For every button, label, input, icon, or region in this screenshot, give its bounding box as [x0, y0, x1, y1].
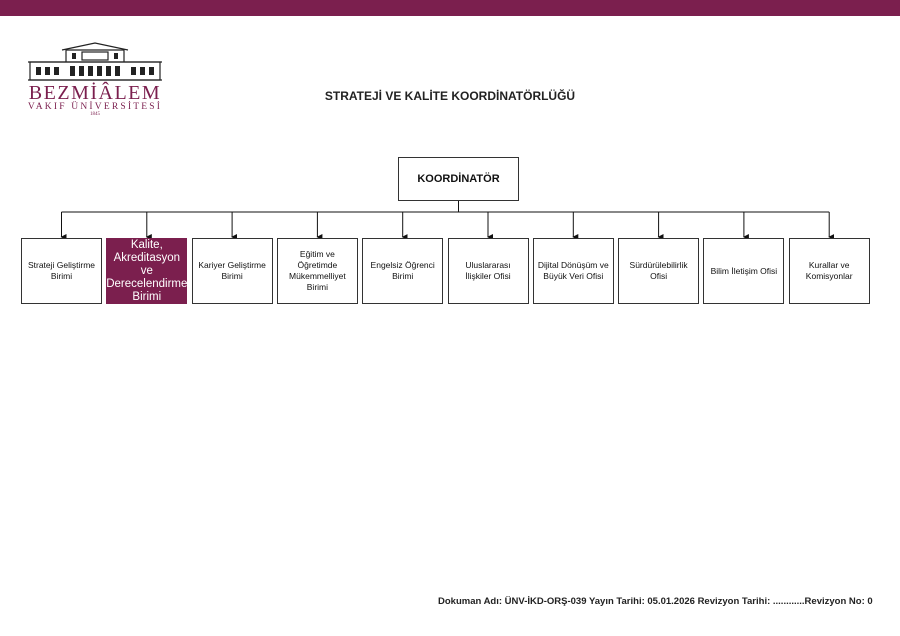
university-logo: BEZMİÂLEM VAKIF ÜNİVERSİTESİ 1845 — [26, 42, 166, 118]
unit-box-engelsiz-ogrenci-birimi: Engelsiz Öğrenci Birimi — [362, 238, 444, 304]
logo-year: 1845 — [90, 112, 100, 117]
unit-box-dijital-donusum-ve-buyuk-veri-ofisi: Dijital Dönüşüm ve Büyük Veri Ofisi — [532, 238, 614, 304]
unit-box-kariyer-gelistirme-birimi: Kariyer Geliştirme Birimi — [191, 238, 273, 304]
coordinator-box: KOORDİNATÖR — [398, 157, 519, 201]
unit-box-uluslararasi-iliskiler-ofisi: Uluslararası İlişkiler Ofisi — [447, 238, 529, 304]
unit-box-kurallar-ve-komisyonlar: Kurallar ve Komisyonlar — [788, 238, 870, 304]
unit-box-egitim-ve-ogretimde-mukemmelliyet-birimi: Eğitim ve Öğretimde Mükemmelliyet Birimi — [276, 238, 358, 304]
top-accent-bar — [0, 0, 900, 16]
logo-name: BEZMİÂLEM — [28, 82, 162, 104]
unit-box-surdurulebilirlik-ofisi: Sürdürülebilirlik Ofisi — [618, 238, 700, 304]
building-icon — [28, 42, 162, 81]
unit-box-bilim-iletisim-ofisi: Bilim İletişim Ofisi — [703, 238, 785, 304]
document-footer: Dokuman Adı: ÜNV-İKD-ORŞ-039 Yayın Tarih… — [438, 596, 873, 607]
unit-box-strateji-gelistirme-birimi: Strateji Geliştirme Birimi — [21, 238, 102, 304]
unit-box-kalite-akreditasyon-ve-derecelendirme-birimi: Kalite, Akreditasyon ve Derecelendirme B… — [106, 238, 188, 304]
logo-subtitle: VAKIF ÜNİVERSİTESİ — [27, 102, 163, 112]
page-title: STRATEJİ VE KALİTE KOORDİNATÖRLÜĞÜ — [324, 89, 576, 103]
